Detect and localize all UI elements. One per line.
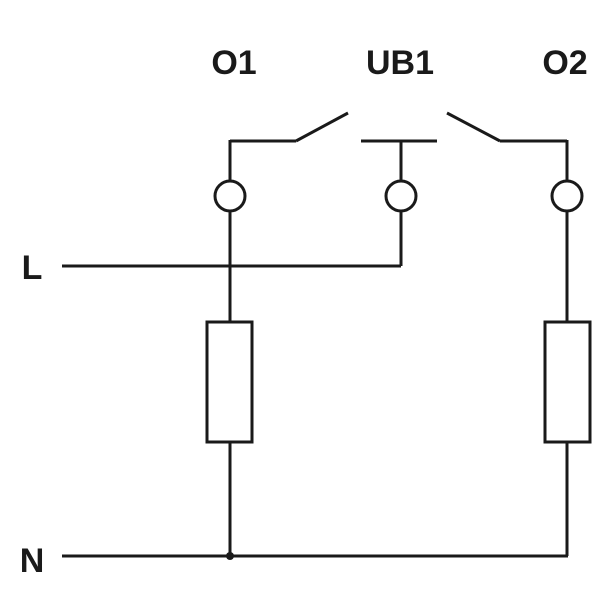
label-l: L: [22, 249, 43, 287]
switch-o2: [446, 111, 567, 143]
label-ub1: UB1: [366, 44, 434, 82]
junction-node: [226, 552, 234, 560]
terminal-o2: [550, 179, 584, 213]
label-o2: O2: [542, 44, 587, 82]
load-o2: [543, 320, 592, 444]
label-n: N: [20, 542, 45, 580]
terminal-ub1: [384, 179, 418, 213]
terminal-o1: [213, 179, 247, 213]
load-o1: [205, 320, 254, 444]
label-o1: O1: [211, 44, 256, 82]
switch-o1: [230, 111, 349, 143]
